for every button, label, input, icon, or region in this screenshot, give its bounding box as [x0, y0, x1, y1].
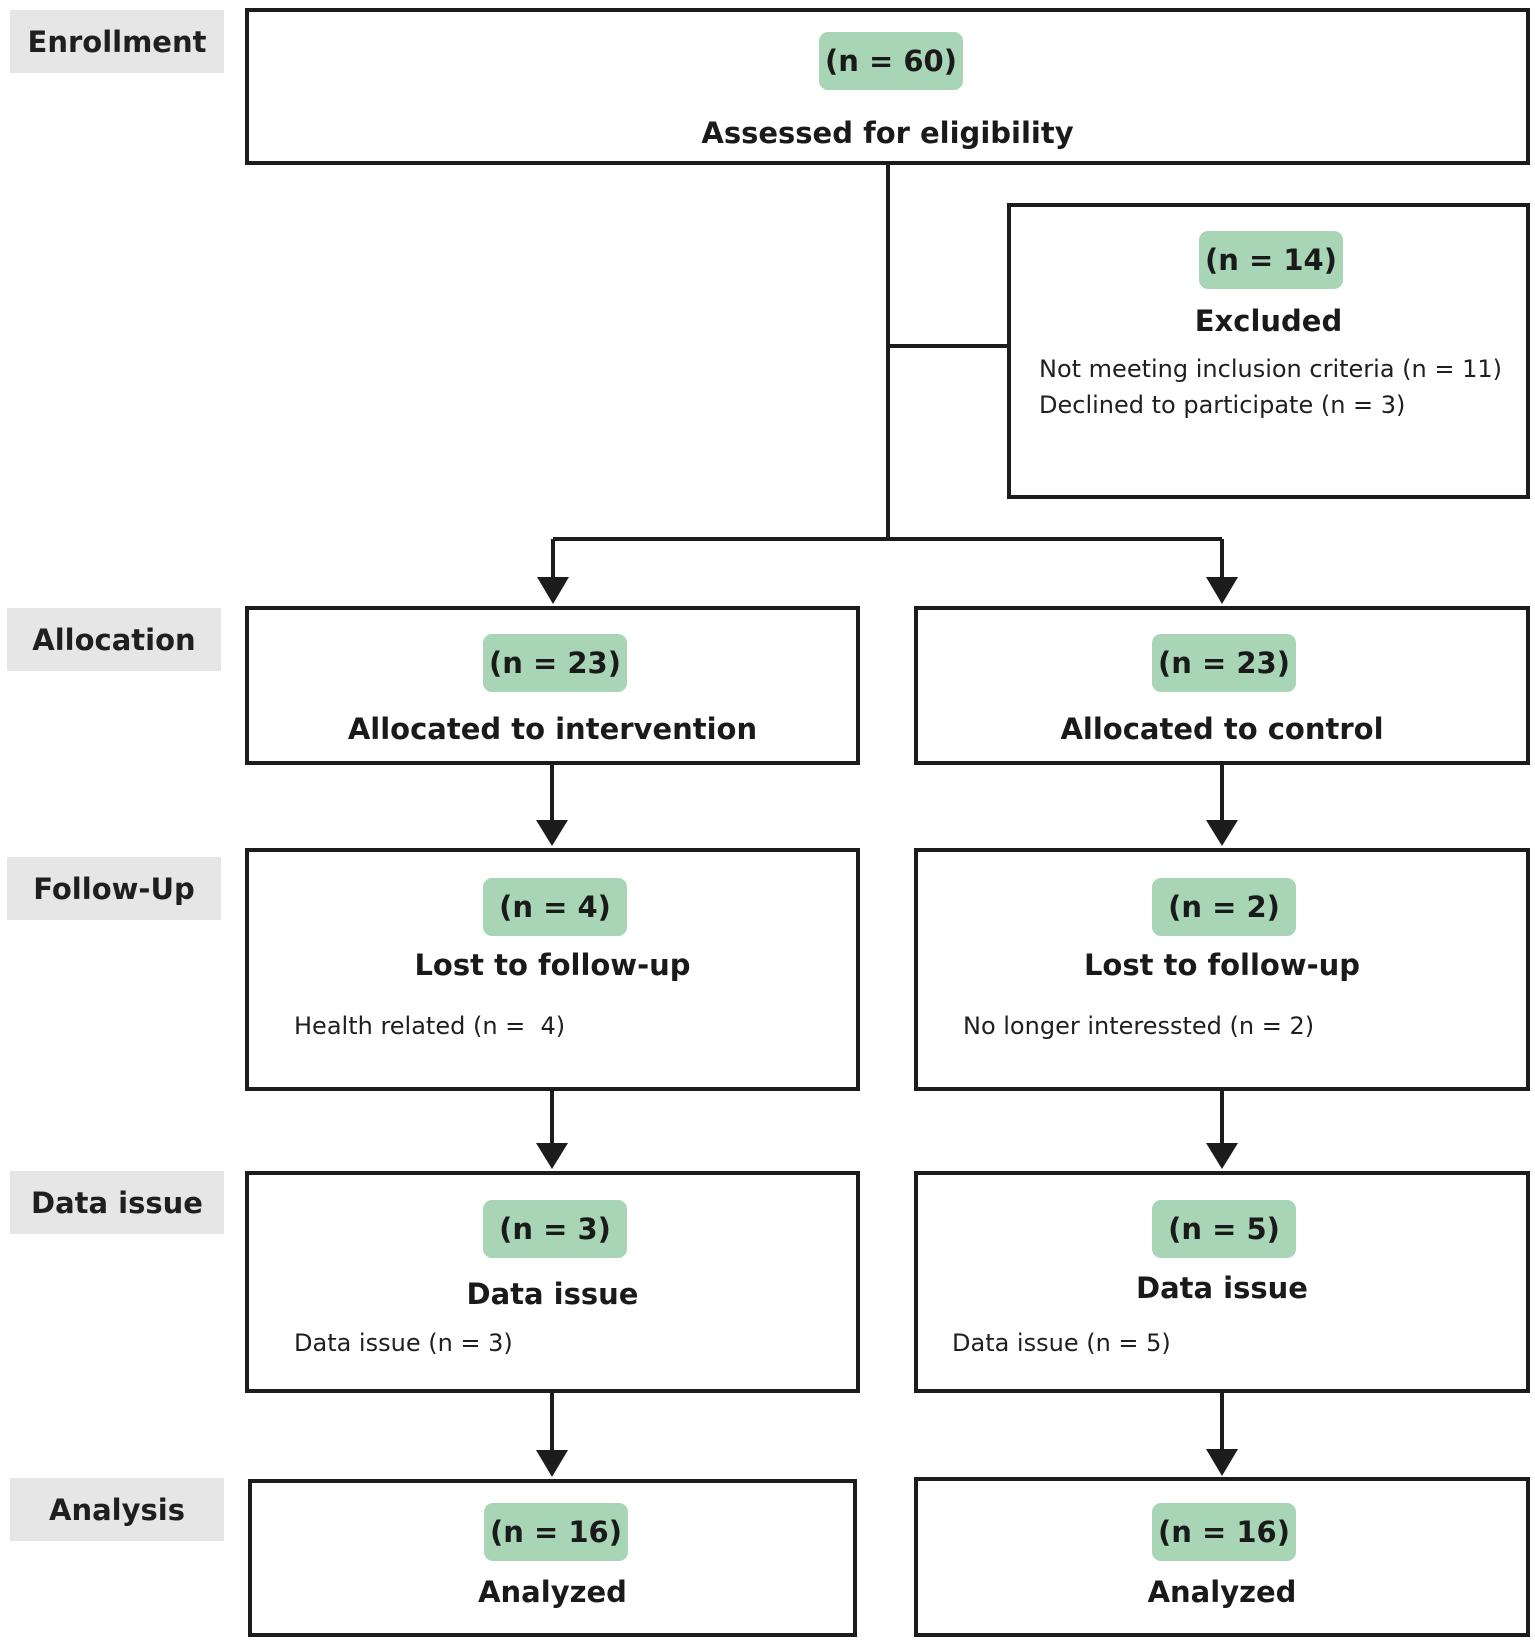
control-data-issue-box: (n = 5) Data issue Data issue (n = 5): [914, 1171, 1530, 1393]
count-badge: (n = 16): [484, 1503, 628, 1561]
box-title: Excluded: [1194, 304, 1343, 338]
count-badge: (n = 60): [819, 32, 963, 90]
box-title: Allocated to intervention: [347, 712, 758, 746]
exclusion-reason: Not meeting inclusion criteria (n = 11): [1039, 355, 1503, 383]
box-title: Lost to follow-up: [1083, 948, 1361, 982]
count-badge: (n = 2): [1152, 878, 1296, 936]
arrowhead-icon: [536, 1143, 568, 1169]
box-title: Assessed for eligibility: [701, 116, 1074, 150]
count-badge: (n = 23): [483, 634, 627, 692]
count-badge: (n = 14): [1199, 231, 1343, 289]
box-title: Data issue: [466, 1277, 639, 1311]
assessed-box: (n = 60) Assessed for eligibility: [245, 8, 1530, 165]
arrowhead-icon: [1206, 1143, 1238, 1169]
intervention-data-issue-box: (n = 3) Data issue Data issue (n = 3): [245, 1171, 860, 1393]
loss-reason: Health related (n = 4): [294, 1012, 566, 1040]
phase-label-follow-up: Follow-Up: [7, 857, 221, 920]
arrowhead-icon: [537, 577, 569, 604]
phase-label-allocation: Allocation: [7, 608, 221, 671]
control-follow-up-box: (n = 2) Lost to follow-up No longer inte…: [914, 848, 1530, 1091]
count-badge: (n = 5): [1152, 1200, 1296, 1258]
arrowhead-icon: [536, 820, 568, 846]
box-title: Lost to follow-up: [414, 948, 691, 982]
phase-label-data-issue: Data issue: [10, 1171, 224, 1234]
box-title: Data issue: [1136, 1271, 1308, 1305]
arrowhead-icon: [1206, 820, 1238, 846]
box-title: Analyzed: [478, 1575, 627, 1609]
exclusion-reason: Declined to participate (n = 3): [1039, 391, 1406, 419]
count-badge: (n = 16): [1152, 1503, 1296, 1561]
data-issue-detail: Data issue (n = 5): [952, 1329, 1171, 1357]
arrowhead-icon: [1206, 577, 1238, 604]
box-title: Allocated to control: [1060, 712, 1384, 746]
count-badge: (n = 23): [1152, 634, 1296, 692]
intervention-follow-up-box: (n = 4) Lost to follow-up Health related…: [245, 848, 860, 1091]
arrowhead-icon: [536, 1450, 568, 1477]
phase-label-enrollment: Enrollment: [10, 10, 224, 73]
count-badge: (n = 3): [483, 1200, 627, 1258]
count-badge: (n = 4): [483, 878, 627, 936]
arrowhead-icon: [1206, 1449, 1238, 1476]
phase-label-analysis: Analysis: [10, 1478, 224, 1541]
intervention-analysis-box: (n = 16) Analyzed: [248, 1479, 857, 1637]
intervention-allocation-box: (n = 23) Allocated to intervention: [245, 606, 860, 765]
excluded-box: (n = 14) Excluded Not meeting inclusion …: [1007, 203, 1530, 499]
data-issue-detail: Data issue (n = 3): [294, 1329, 513, 1357]
box-title: Analyzed: [1147, 1575, 1297, 1609]
control-analysis-box: (n = 16) Analyzed: [914, 1477, 1530, 1637]
control-allocation-box: (n = 23) Allocated to control: [914, 606, 1530, 765]
loss-reason: No longer interessted (n = 2): [963, 1012, 1315, 1040]
